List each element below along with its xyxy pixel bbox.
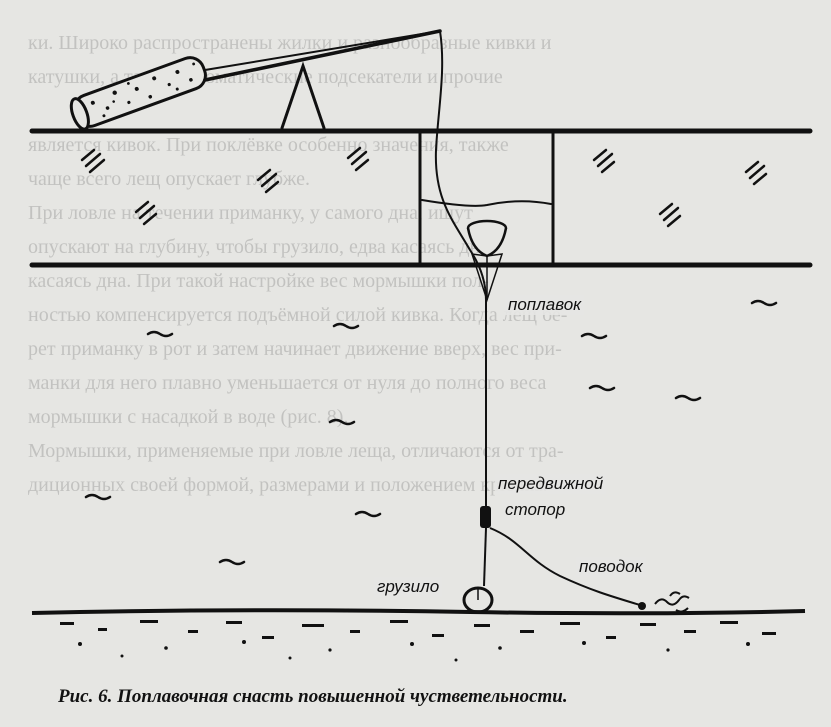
- leader-line: [489, 527, 641, 606]
- bottom-ground: [31, 608, 806, 662]
- jig: [638, 602, 646, 610]
- water-level-in-hole: [421, 199, 552, 207]
- main-line-lower: [483, 527, 487, 587]
- rod-blank-inner: [204, 30, 441, 71]
- movable-stopper: [480, 506, 491, 528]
- float: [466, 219, 508, 303]
- bleed-text-line: является кивок. При поклёвке особенно зн…: [28, 134, 509, 156]
- ice-layer: [29, 128, 813, 268]
- bait-larva: [654, 591, 690, 613]
- bleed-text-line: ки. Широко распространены жилки и разноо…: [28, 32, 552, 54]
- leader-label: поводок: [576, 557, 646, 577]
- water-waves: [84, 299, 778, 566]
- fishing-line: [434, 30, 487, 506]
- bleed-text-line: опускают на глубину, чтобы грузило, едва…: [28, 236, 495, 258]
- float-label: поплавок: [505, 295, 585, 315]
- stopper-label-line1: передвижной: [495, 474, 607, 494]
- ice-hatching: [80, 146, 768, 228]
- sinker-label: грузило: [374, 577, 443, 597]
- stopper-label-line2: стопор: [502, 500, 569, 520]
- bleed-text-line: диционных своей формой, размерами и поло…: [28, 474, 548, 496]
- rod-handle: [69, 56, 207, 131]
- fishing-rod: [69, 29, 442, 131]
- rod-blank: [203, 29, 442, 82]
- bleed-text-line: Мормышки, применяемые при ловле леща, от…: [28, 440, 564, 462]
- bleed-text-line: касаясь дна. При такой настройке вес мор…: [28, 270, 489, 292]
- rod-stand: [280, 61, 326, 130]
- bleed-text-line: манки для него плавно уменьшается от нул…: [28, 372, 547, 394]
- bleed-text-line: ностью компенсируется подъёмной силой ки…: [28, 304, 568, 326]
- bleed-text-line: рет приманку в рот и затем начинает движ…: [28, 338, 562, 360]
- figure-caption: Рис. 6. Поплавочная снасть повышенной чу…: [58, 686, 568, 707]
- bleed-text-line: чаще всего лещ опускает глубже.: [28, 168, 311, 190]
- bleed-text-line: мормышки с насадкой в воде (рис. 8).: [28, 406, 349, 428]
